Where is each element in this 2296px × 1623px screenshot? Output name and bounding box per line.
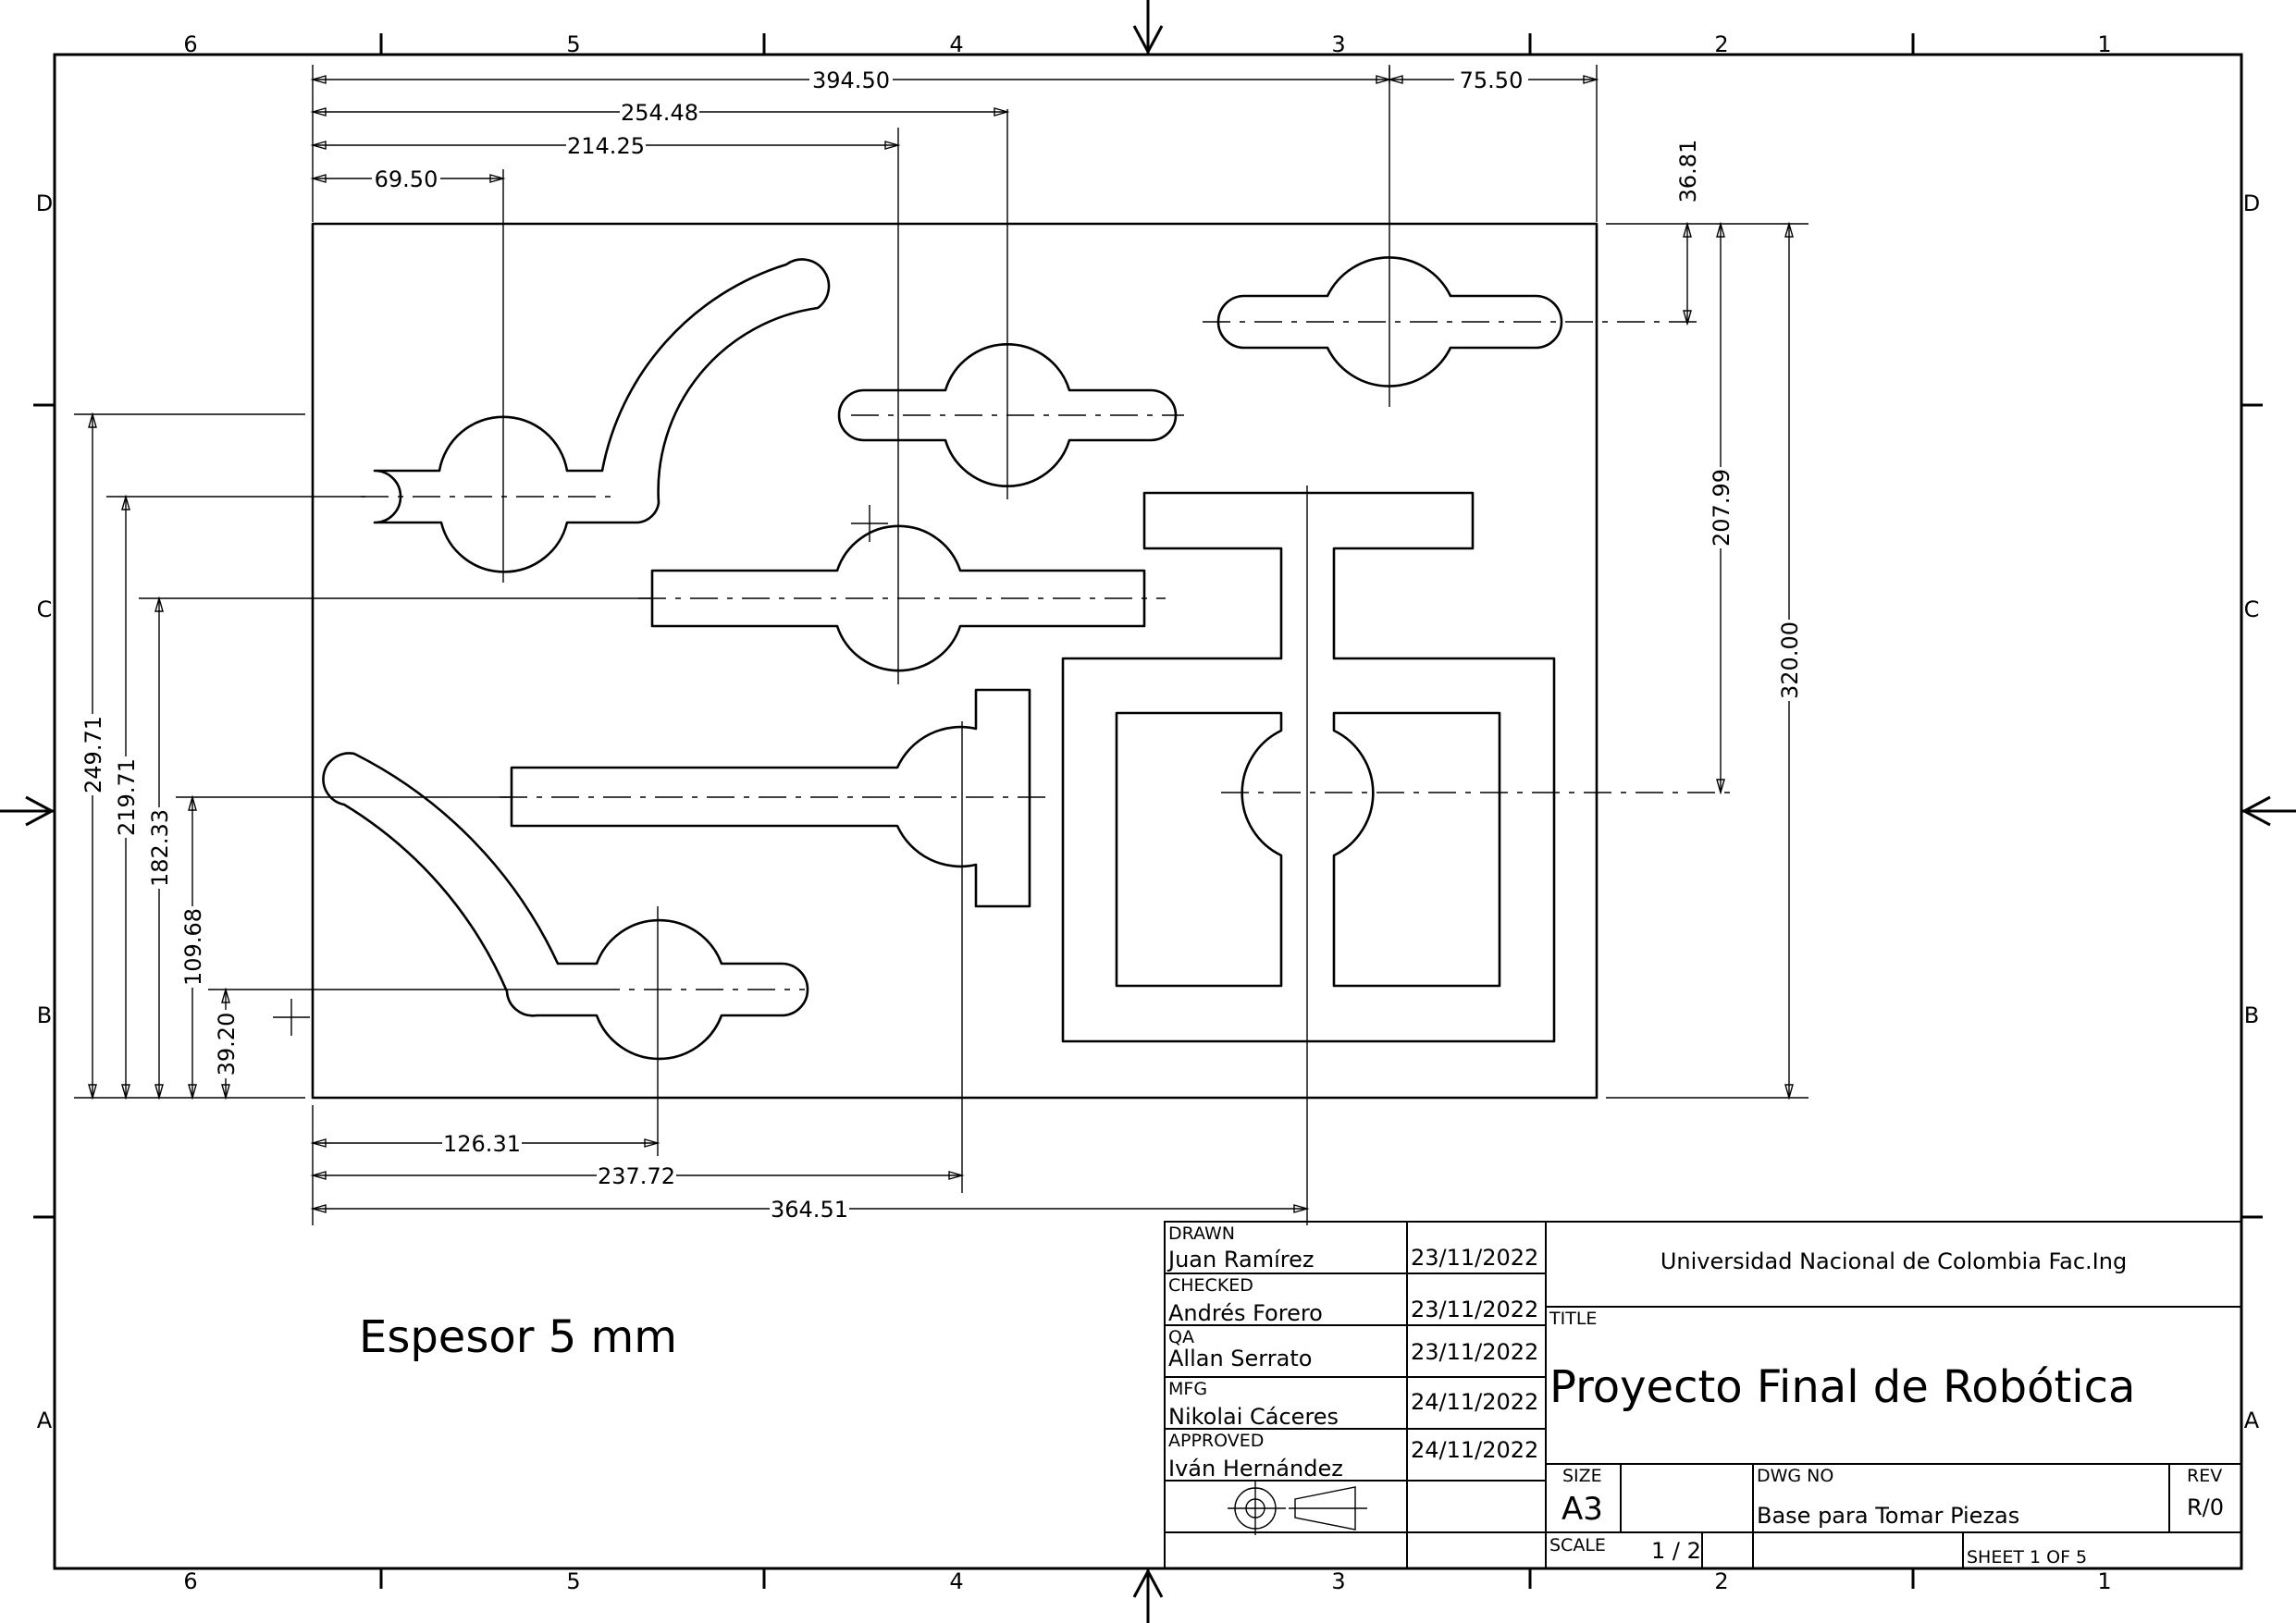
zone-row-d-right: D xyxy=(2243,191,2260,216)
zone-row-c-left: C xyxy=(37,596,53,622)
zone-row-d-left: D xyxy=(36,191,53,216)
sheet-label: SHEET 1 OF 5 xyxy=(1967,1547,2087,1568)
dim-36-81: 36.81 xyxy=(1675,140,1701,203)
projection-symbol-icon xyxy=(1228,1482,1367,1535)
dim-249-71: 249.71 xyxy=(80,716,106,793)
cutout-arc-lower xyxy=(322,752,809,1061)
scale-value: 1 / 2 xyxy=(1651,1538,1701,1564)
dimension-lines xyxy=(74,65,1808,1225)
title-block: DRAWN Juan Ramírez 23/11/2022 CHECKED An… xyxy=(1164,1221,2242,1569)
zone-labels: 6 5 4 3 2 1 6 5 4 3 2 1 D C B A D C B A xyxy=(36,31,2260,1594)
dim-39-20: 39.20 xyxy=(214,1013,240,1076)
dim-364-51: 364.51 xyxy=(771,1197,848,1223)
dimension-labels: 394.50 75.50 254.48 214.25 69.50 36.81 2… xyxy=(80,67,1803,1223)
qa-date: 23/11/2022 xyxy=(1411,1339,1538,1365)
cutout-bar-middle xyxy=(650,524,1146,672)
size-value: A3 xyxy=(1562,1491,1603,1528)
drawing-title: Proyecto Final de Robótica xyxy=(1549,1361,2135,1413)
cutout-frame-outer xyxy=(1061,491,1556,1043)
dim-237-72: 237.72 xyxy=(598,1163,675,1189)
zone-col-4-top: 4 xyxy=(949,31,963,57)
dim-109-68: 109.68 xyxy=(180,908,206,986)
zone-col-5-top: 5 xyxy=(566,31,580,57)
cutout-frame-inner-left xyxy=(1115,711,1283,988)
approved-date: 24/11/2022 xyxy=(1411,1437,1538,1463)
institution: Universidad Nacional de Colombia Fac.Ing xyxy=(1660,1248,2127,1274)
zone-row-b-right: B xyxy=(2244,1002,2259,1028)
dim-320-00: 320.00 xyxy=(1777,621,1803,699)
title-label: TITLE xyxy=(1549,1309,1597,1329)
base-plate xyxy=(311,222,1599,1100)
size-label: SIZE xyxy=(1562,1466,1602,1486)
dim-75-50: 75.50 xyxy=(1460,68,1524,93)
zone-col-3-bottom: 3 xyxy=(1331,1568,1345,1594)
rev-value: R/0 xyxy=(2187,1494,2224,1520)
mfg-label: MFG xyxy=(1168,1379,1207,1399)
zone-col-3-top: 3 xyxy=(1331,31,1345,57)
zone-col-1-top: 1 xyxy=(2097,31,2111,57)
qa-label: QA xyxy=(1168,1327,1194,1347)
checked-label: CHECKED xyxy=(1168,1275,1253,1296)
dim-126-31: 126.31 xyxy=(443,1131,521,1157)
zone-col-1-bottom: 1 xyxy=(2097,1568,2111,1594)
dim-254-48: 254.48 xyxy=(621,100,698,126)
zone-col-6-top: 6 xyxy=(183,31,197,57)
zone-row-b-left: B xyxy=(37,1002,52,1028)
zone-col-6-bottom: 6 xyxy=(183,1568,197,1594)
thickness-note: Espesor 5 mm xyxy=(359,1311,677,1363)
qa-name: Allan Serrato xyxy=(1168,1346,1312,1371)
zone-col-2-top: 2 xyxy=(1714,31,1728,57)
approved-label: APPROVED xyxy=(1168,1431,1264,1451)
dim-394-50: 394.50 xyxy=(812,68,890,93)
zone-row-c-right: C xyxy=(2244,596,2260,622)
cutout-arc-upper xyxy=(373,258,831,573)
cutout-slot-top-right xyxy=(1216,256,1563,387)
part-cutouts xyxy=(322,256,1563,1061)
cutout-slot-mid-upper xyxy=(837,342,1178,488)
checked-date: 23/11/2022 xyxy=(1411,1297,1538,1322)
zone-col-2-bottom: 2 xyxy=(1714,1568,1728,1594)
dim-182-33: 182.33 xyxy=(147,809,173,887)
mfg-name: Nikolai Cáceres xyxy=(1168,1404,1339,1430)
drawn-label: DRAWN xyxy=(1168,1223,1235,1244)
zone-col-5-bottom: 5 xyxy=(566,1568,580,1594)
scale-label: SCALE xyxy=(1549,1535,1606,1555)
rev-label: REV xyxy=(2187,1466,2222,1486)
center-lines xyxy=(273,67,1734,1225)
dim-219-71: 219.71 xyxy=(114,758,140,836)
cutout-frame-inner-right xyxy=(1332,711,1501,988)
zone-row-a-left: A xyxy=(37,1408,53,1433)
dim-207-99: 207.99 xyxy=(1709,469,1734,547)
dim-69-50: 69.50 xyxy=(375,166,438,192)
mfg-date: 24/11/2022 xyxy=(1411,1389,1538,1415)
approved-name: Iván Hernández xyxy=(1168,1456,1343,1482)
zone-col-4-bottom: 4 xyxy=(949,1568,963,1594)
drawn-date: 23/11/2022 xyxy=(1411,1245,1538,1271)
drawn-name: Juan Ramírez xyxy=(1167,1247,1314,1273)
checked-name: Andrés Forero xyxy=(1168,1300,1323,1326)
zone-row-a-right: A xyxy=(2244,1408,2260,1433)
dim-214-25: 214.25 xyxy=(567,133,645,159)
dwg-no-label: DWG NO xyxy=(1757,1466,1833,1486)
dwg-no-value: Base para Tomar Piezas xyxy=(1757,1503,2019,1529)
cutout-t-piece xyxy=(510,688,1031,908)
